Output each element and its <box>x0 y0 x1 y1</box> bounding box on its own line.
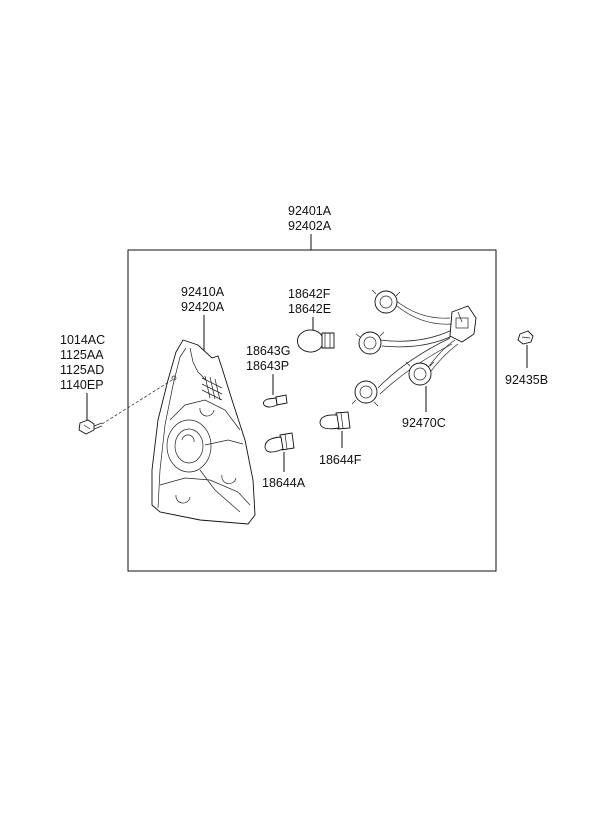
label-bulb-lower: 18644A <box>262 476 306 490</box>
label-bulb-top-a: 18642F <box>288 287 331 301</box>
label-bulb-top-b: 18642E <box>288 302 331 316</box>
label-bulb-small-b: 18643P <box>246 359 289 373</box>
label-screw-c: 1125AD <box>60 363 104 377</box>
label-lens-b: 92420A <box>181 300 225 314</box>
label-assembly-b: 92402A <box>288 219 332 233</box>
clip-part <box>517 330 534 345</box>
bulb-right <box>319 411 351 430</box>
screw-part <box>78 419 103 435</box>
label-socket-harness: 92470C <box>402 416 446 430</box>
label-screw-d: 1140EP <box>60 378 104 392</box>
label-lens-a: 92410A <box>181 285 225 299</box>
label-screw-a: 1014AC <box>60 333 105 347</box>
tail-lamp-lens <box>151 339 256 525</box>
label-screw-b: 1125AA <box>60 348 104 362</box>
label-bulb-right: 18644F <box>319 453 362 467</box>
bulb-small <box>263 394 288 408</box>
screw-hole <box>171 375 177 381</box>
label-clip: 92435B <box>505 373 548 387</box>
assembly-frame <box>127 249 497 572</box>
label-bulb-small-a: 18643G <box>246 344 290 358</box>
bulb-lower <box>264 432 295 453</box>
bulb-top <box>296 329 335 353</box>
reflector-hatch <box>201 375 223 401</box>
label-assembly-a: 92401A <box>288 204 332 218</box>
leader-screw-to-lamp <box>101 379 173 425</box>
socket-harness <box>351 289 477 407</box>
